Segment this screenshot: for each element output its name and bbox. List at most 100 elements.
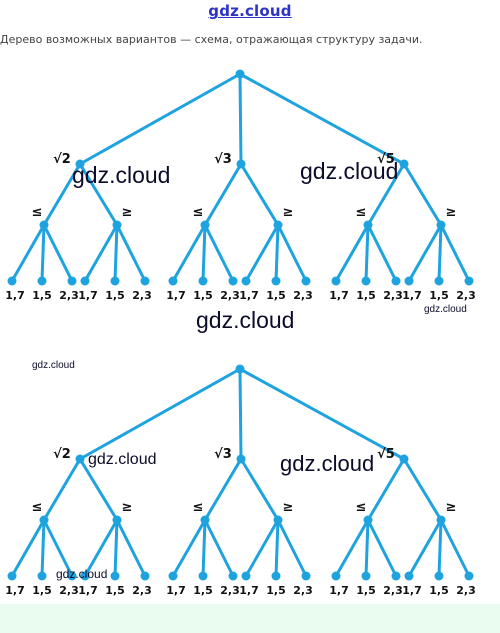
watermark-top-right: gdz.cloud <box>300 158 399 184</box>
tree-node <box>228 571 238 581</box>
leaf-label: 1,5 <box>266 584 286 597</box>
tree-node <box>80 571 90 581</box>
tree-edge <box>115 518 147 578</box>
tree-node <box>363 515 373 525</box>
leaf-label: 1,7 <box>78 584 98 597</box>
tree-edge <box>238 72 406 166</box>
tree-edge <box>276 223 308 283</box>
tree-node <box>236 454 246 464</box>
tree-node <box>228 276 238 286</box>
tree-edge <box>274 518 280 578</box>
tree-edge <box>437 223 443 283</box>
tree-edge <box>203 457 243 522</box>
tree-edge <box>366 223 398 283</box>
leaf-label: 1,7 <box>239 584 259 597</box>
tree-node <box>301 571 311 581</box>
tree-node <box>434 276 444 286</box>
tree-node <box>331 571 341 581</box>
tree-node <box>464 276 474 286</box>
tree-node <box>67 276 77 286</box>
tree-edge <box>115 223 147 283</box>
level2-label: ≥ <box>446 500 457 515</box>
leaf-label: 1,5 <box>429 289 449 302</box>
level2-label: ≥ <box>122 205 133 220</box>
tree-edge <box>40 518 46 578</box>
tree-edge <box>10 518 46 578</box>
tree-edge <box>364 223 370 283</box>
tree-node <box>273 515 283 525</box>
tree-edge <box>83 518 119 578</box>
tree-node <box>361 571 371 581</box>
tree-node <box>200 515 210 525</box>
leaf-label: 2,3 <box>293 289 313 302</box>
tree-node <box>200 220 210 230</box>
tree-node <box>80 276 90 286</box>
leaf-label: 1,7 <box>5 584 25 597</box>
leaf-label: 1,5 <box>429 584 449 597</box>
tree-edge <box>334 518 370 578</box>
tree-node <box>75 159 85 169</box>
leaf-label: 1,5 <box>32 584 52 597</box>
tree-edge <box>238 72 243 166</box>
tree-node <box>434 571 444 581</box>
level2-label: ≥ <box>283 500 294 515</box>
leaf-label: 1,7 <box>329 289 349 302</box>
level2-label: ≤ <box>32 500 43 515</box>
tree-node <box>168 276 178 286</box>
leaf-label: 1,5 <box>356 289 376 302</box>
tree-edge <box>42 457 82 522</box>
tree-node <box>301 276 311 286</box>
tree-node <box>112 515 122 525</box>
level1-label: √5 <box>377 447 395 462</box>
tree-node <box>273 220 283 230</box>
tree-edge <box>10 223 46 283</box>
tree-edge <box>42 162 82 227</box>
tree-edge <box>40 223 46 283</box>
tree-edge <box>407 223 443 283</box>
leaf-label: 2,3 <box>383 289 403 302</box>
bottom-strip <box>0 604 500 633</box>
tree-edge <box>334 223 370 283</box>
leaf-label: 2,3 <box>293 584 313 597</box>
watermark-top-left: gdz.cloud <box>72 162 171 188</box>
tree-edge <box>201 518 207 578</box>
tree-edge <box>402 162 443 227</box>
watermark-top-small-right: gdz.cloud <box>424 304 467 315</box>
tree-edge <box>203 162 243 227</box>
leaf-label: 1,5 <box>105 584 125 597</box>
tree-node <box>198 571 208 581</box>
leaf-label: 2,3 <box>456 289 476 302</box>
level2-label: ≤ <box>193 205 204 220</box>
tree-node <box>361 276 371 286</box>
tree-edge <box>171 518 207 578</box>
leaf-label: 1,7 <box>329 584 349 597</box>
leaf-label: 1,5 <box>356 584 376 597</box>
level2-label: ≥ <box>283 205 294 220</box>
tree-edge <box>78 367 242 461</box>
leaf-label: 1,7 <box>78 289 98 302</box>
leaf-label: 2,3 <box>59 289 79 302</box>
tree-node <box>399 454 409 464</box>
tree-node <box>436 220 446 230</box>
tree-edge <box>437 518 443 578</box>
tree-node <box>404 276 414 286</box>
leaf-label: 1,5 <box>105 289 125 302</box>
level2-label: ≤ <box>356 500 367 515</box>
leaf-label: 1,7 <box>402 289 422 302</box>
watermark-bottom-small: gdz.cloud <box>56 567 108 581</box>
intro-text: Дерево возможных вариантов — схема, отра… <box>0 33 423 46</box>
tree-edge <box>203 518 235 578</box>
tree-edge <box>366 518 398 578</box>
watermark-bottom-center: gdz.cloud <box>280 451 375 476</box>
tree-node <box>110 276 120 286</box>
leaf-label: 1,7 <box>166 289 186 302</box>
tree-node <box>391 276 401 286</box>
watermark-mid-small-left: gdz.cloud <box>32 360 75 371</box>
header-watermark: gdz.cloud <box>208 2 292 20</box>
leaf-label: 2,3 <box>59 584 79 597</box>
level1-label: √3 <box>214 447 232 462</box>
tree-node <box>331 276 341 286</box>
tree-edge <box>201 223 207 283</box>
tree-edge <box>113 518 119 578</box>
